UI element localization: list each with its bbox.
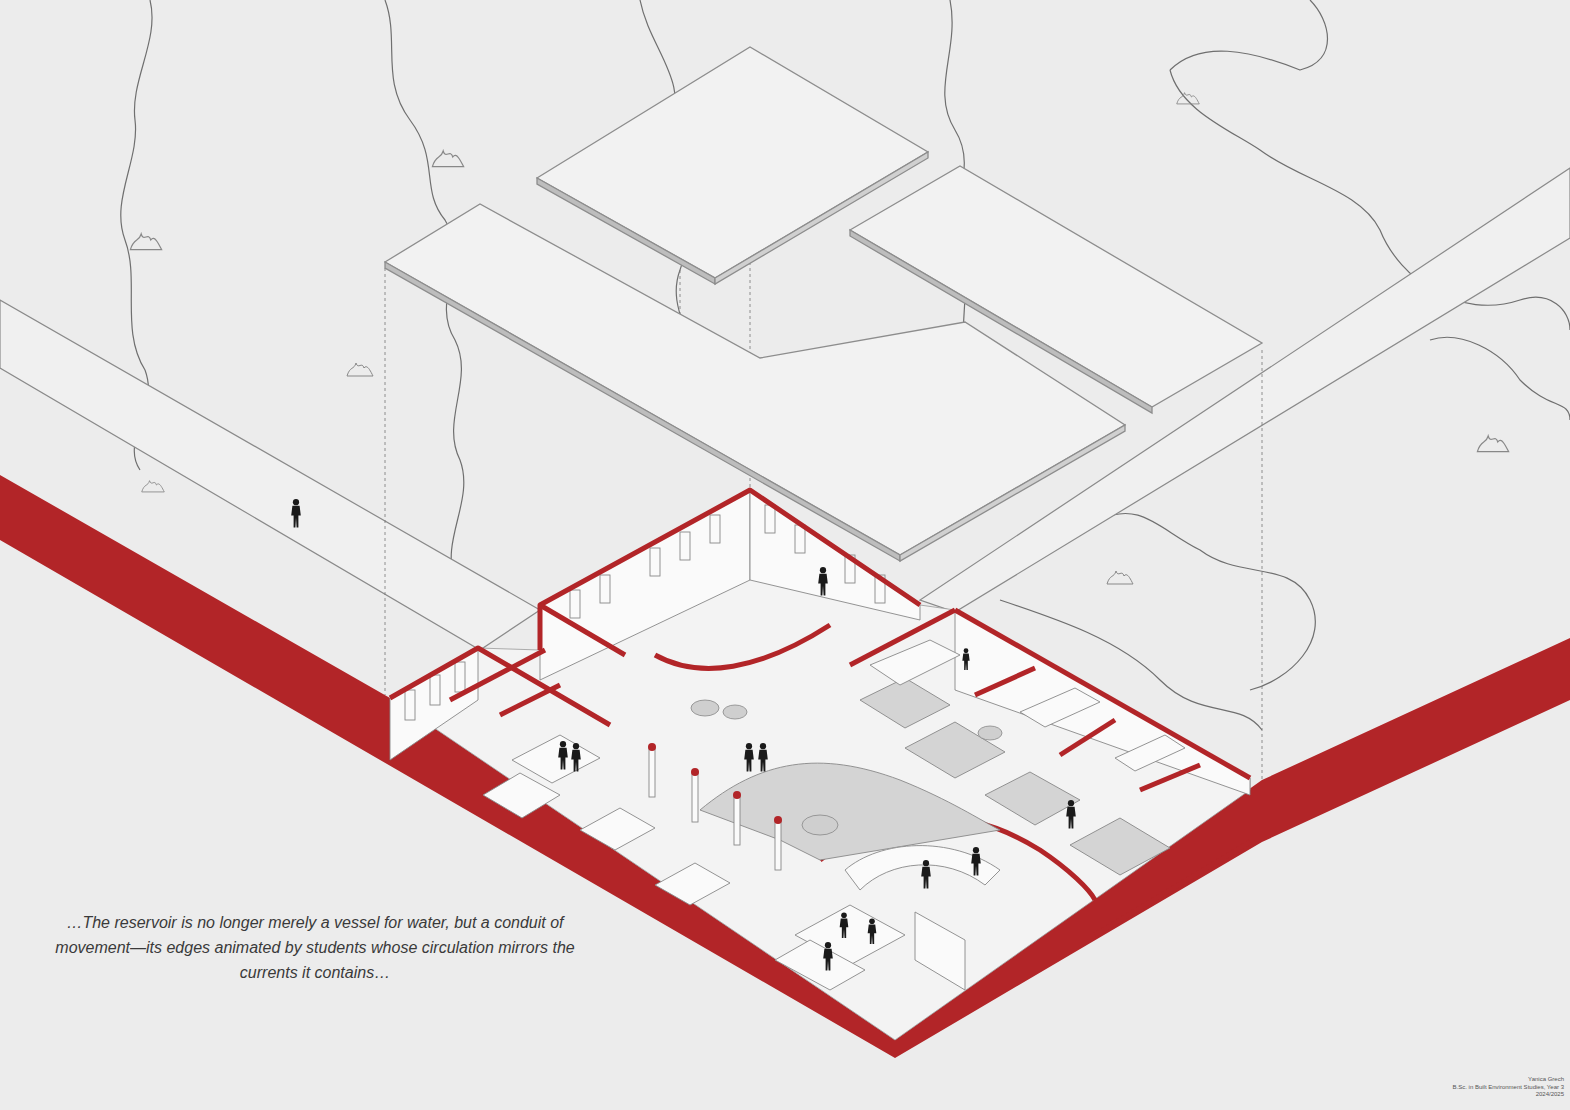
doors-windows [405,505,885,720]
credit-block: Yanica GrechB.Sc. in Built Environment S… [1404,1076,1564,1099]
roof-slabs [385,47,1262,561]
furniture [483,640,1185,990]
credit-line: Yanica Grech [1404,1076,1564,1084]
water-pools [700,678,1170,875]
planting [691,700,1002,835]
credit-line: 2024/2025 [1404,1091,1564,1099]
credit-line: B.Sc. in Built Environment Studies, Year… [1404,1084,1564,1092]
column-caps [648,743,782,824]
cut-wall-tops [390,490,1250,935]
caption: …The reservoir is no longer merely a ves… [55,910,575,985]
section-cut-ground [0,475,1570,1058]
floor-plan [390,490,1250,1040]
interior-walls [390,490,1250,795]
people [291,499,1076,970]
